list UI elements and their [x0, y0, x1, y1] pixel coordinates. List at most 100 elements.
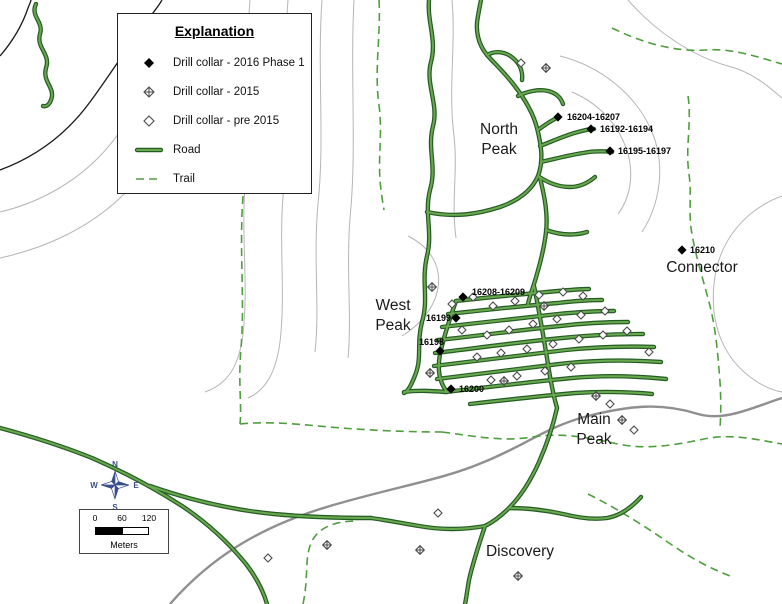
- drill-collar-pre2015: [576, 310, 586, 320]
- drill-hole-label: 16198: [419, 337, 444, 347]
- drill-hole-labels: 16204-16207 16192-16194 16195-16197 16210 16…: [419, 112, 715, 394]
- drill-collar-2015: [538, 300, 550, 312]
- legend: Explanation Drill collar - 2016 Phase 1 …: [117, 13, 312, 194]
- drill-collar-pre2015: [516, 58, 526, 68]
- scale-bar-black-segment: [96, 528, 122, 534]
- place-label-main-peak: Main: [577, 411, 611, 428]
- scale-bar: 0 60 120 Meters: [79, 509, 169, 554]
- place-label-west-peak: West: [375, 297, 411, 314]
- drill-collar-pre2015: [552, 314, 562, 324]
- drill-collar-pre2015: [510, 296, 520, 306]
- drill-collar-pre2015: [472, 352, 482, 362]
- drill-collar-2016: [553, 112, 563, 122]
- drill-collar-pre2015: [534, 290, 544, 300]
- drill-collar-pre2015: [433, 508, 443, 518]
- drill-hole-label: 16195-16197: [618, 146, 671, 156]
- index-contour-layer: [169, 396, 782, 604]
- drill-hole-label: 16192-16194: [600, 124, 653, 134]
- legend-item-label: Trail: [173, 172, 195, 185]
- drill-collar-markers: [263, 58, 687, 582]
- scale-bar-white-segment: [121, 528, 148, 534]
- drill-collar-pre2015: [558, 287, 568, 297]
- drill-collar-2015: [498, 375, 510, 387]
- open-diamond-icon: [143, 114, 155, 127]
- drill-collar-pre2015: [496, 348, 506, 358]
- drill-collar-pre2015: [447, 299, 457, 309]
- scale-tick: 0: [92, 513, 98, 523]
- drill-collar-pre2015: [512, 371, 522, 381]
- drill-collar-2015: [414, 544, 426, 556]
- drill-collar-2015: [512, 570, 524, 582]
- drill-hole-label: 16199: [426, 313, 451, 323]
- trail-layer: [239, 0, 782, 604]
- legend-item-label: Drill collar - 2015: [173, 85, 260, 98]
- legend-item-label: Drill collar - 2016 Phase 1: [173, 56, 305, 69]
- drill-collar-pre2015: [548, 339, 558, 349]
- drill-collar-pre2015: [644, 347, 654, 357]
- legend-item-label: Drill collar - pre 2015: [173, 114, 280, 127]
- legend-item-drill-pre2015: Drill collar - pre 2015: [118, 106, 311, 135]
- place-label-main-peak: Peak: [576, 431, 612, 448]
- drill-collar-pre2015: [540, 366, 550, 376]
- compass-star-icon: N E S W: [90, 460, 139, 512]
- scale-tick: 60: [117, 513, 127, 523]
- legend-item-drill-2015: Drill collar - 2015: [118, 77, 311, 106]
- drill-collar-pre2015: [622, 326, 632, 336]
- drill-collar-2016: [677, 245, 687, 255]
- drill-collar-pre2015: [605, 399, 615, 409]
- drill-hole-label: 16200: [459, 384, 484, 394]
- legend-title: Explanation: [174, 23, 255, 39]
- drill-collar-2015: [424, 367, 436, 379]
- drill-collar-2016: [605, 146, 615, 156]
- place-label-north-peak: Peak: [481, 141, 517, 158]
- place-label-west-peak: Peak: [375, 317, 411, 334]
- place-label-discovery: Discovery: [486, 543, 554, 560]
- compass-east-label: E: [133, 481, 139, 490]
- drill-collar-pre2015: [486, 375, 496, 385]
- drill-hole-label: 16208-16209: [472, 287, 525, 297]
- drill-collar-pre2015: [457, 325, 467, 335]
- drill-collar-2015: [616, 414, 628, 426]
- drill-collar-pre2015: [263, 553, 273, 563]
- legend-item-trail: Trail: [118, 164, 311, 193]
- scale-unit-label: Meters: [110, 540, 138, 550]
- filled-diamond-icon: [144, 57, 154, 68]
- drill-collar-pre2015: [528, 319, 538, 329]
- compass-south-label: S: [112, 503, 118, 512]
- drill-collar-2015: [540, 62, 552, 74]
- drill-collar-2016: [451, 313, 461, 323]
- drill-collar-2015: [321, 539, 333, 551]
- place-labels: NorthPeakWestPeakConnectorMainPeakDiscov…: [375, 121, 737, 560]
- drill-collar-pre2015: [488, 301, 498, 311]
- trail-line-icon: [136, 177, 162, 180]
- place-label-connector: Connector: [666, 259, 738, 276]
- compass-rose: N E S W: [86, 456, 144, 514]
- drill-collar-2016: [586, 124, 596, 134]
- place-label-north-peak: North: [480, 121, 518, 138]
- compass-west-label: W: [90, 481, 98, 490]
- drill-collar-pre2015: [629, 425, 639, 435]
- drill-collar-pre2015: [566, 362, 576, 372]
- drill-collar-2015: [426, 281, 438, 293]
- drill-collar-2016: [435, 346, 445, 356]
- contour-dark-layer: [0, 0, 163, 171]
- drill-hole-label: 16210: [690, 245, 715, 255]
- scale-bar-graphic: [95, 527, 149, 535]
- compass-north-label: N: [112, 460, 118, 469]
- drill-collar-pre2015: [504, 325, 514, 335]
- legend-item-drill-2016: Drill collar - 2016 Phase 1: [118, 48, 311, 77]
- scale-tick: 120: [141, 513, 157, 523]
- drill-collar-pre2015: [598, 330, 608, 340]
- legend-item-road: Road: [118, 135, 311, 164]
- road-line-icon: [134, 147, 164, 152]
- drill-collar-2015: [590, 390, 602, 402]
- drill-collar-2016: [458, 292, 468, 302]
- drill-hole-label: 16204-16207: [567, 112, 620, 122]
- drill-collar-pre2015: [522, 344, 532, 354]
- drill-collar-pre2015: [482, 330, 492, 340]
- drill-collar-pre2015: [574, 334, 584, 344]
- drill-collar-pre2015: [468, 292, 478, 302]
- legend-item-label: Road: [173, 143, 201, 156]
